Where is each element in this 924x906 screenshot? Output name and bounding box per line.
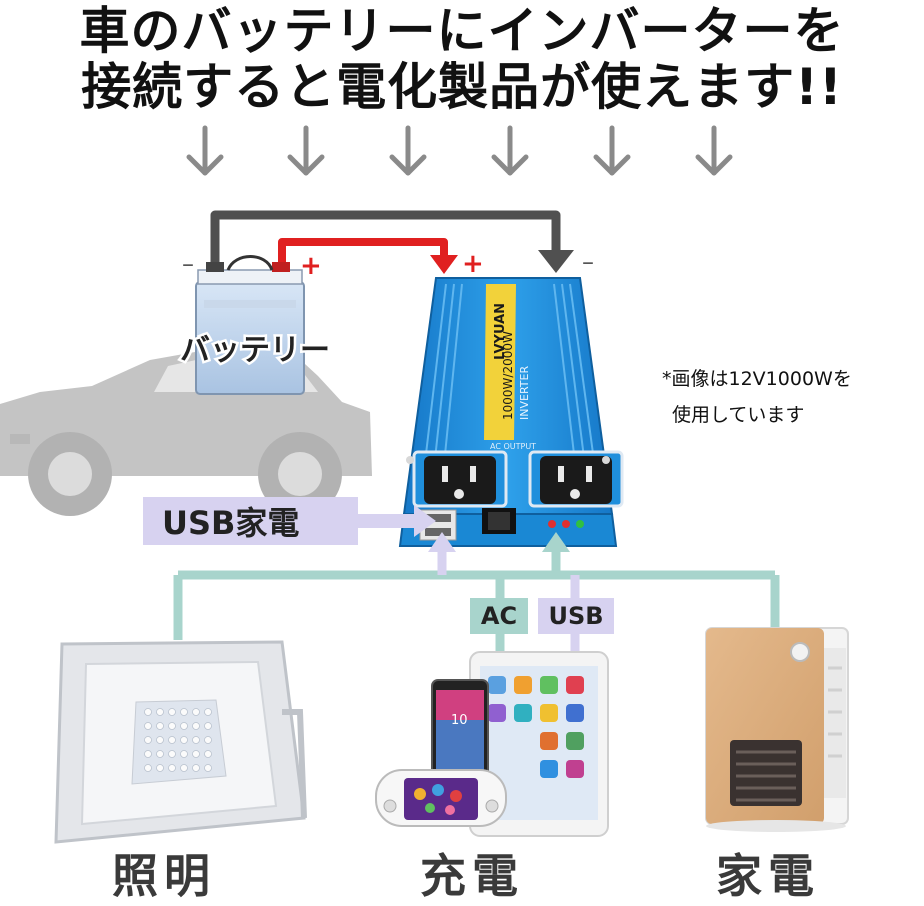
note-line-2: 使用しています	[672, 404, 805, 426]
category-lighting-label: 照明	[112, 849, 216, 903]
inverter-plus-terminal: +	[462, 249, 484, 279]
note-line-1: *画像は12V1000Wを	[662, 368, 852, 390]
down-arrow-icon	[287, 125, 325, 176]
smartphone-screen-number: 10	[451, 713, 468, 728]
battery	[195, 255, 305, 395]
inverter-model: 1000W/2000W	[501, 331, 515, 420]
ac-tag: AC	[470, 598, 528, 634]
headline-line-1: 車のバッテリーにインバーターを	[79, 2, 845, 60]
usb-callout-label: USB家電	[162, 504, 299, 542]
car-silhouette	[0, 352, 372, 516]
negative-wire-arrow-icon	[538, 250, 574, 273]
inverter-minus-terminal: –	[582, 248, 594, 276]
battery-label: バッテリー	[180, 333, 330, 368]
usb-callout-arrow-icon	[414, 505, 436, 537]
inverter-type: INVERTER	[518, 366, 531, 420]
category-appliance-label: 家電	[716, 849, 820, 903]
down-arrow-icon	[695, 125, 733, 176]
battery-minus-sign: –	[182, 250, 194, 278]
ac-up-arrow-icon	[542, 532, 570, 552]
down-arrow-icons	[186, 125, 733, 176]
battery-plus-sign: +	[300, 251, 322, 281]
usb-callout-box	[143, 497, 358, 545]
game-console	[375, 769, 507, 827]
category-charging-label: 充電	[420, 849, 524, 903]
negative-wire	[210, 210, 561, 272]
inverter-brand: LVYUAN	[493, 303, 508, 360]
down-arrow-icon	[593, 125, 631, 176]
down-arrow-icon	[389, 125, 427, 176]
usb-tag: USB	[538, 598, 614, 634]
inverter-ac-output-label: AC OUTPUT	[490, 442, 536, 451]
ceramic-heater	[705, 627, 849, 832]
usb-up-arrow-icon	[428, 532, 456, 552]
down-arrow-icon	[186, 125, 224, 176]
down-arrow-icon	[491, 125, 529, 176]
positive-wire-arrow-icon	[430, 255, 458, 274]
positive-wire	[278, 238, 448, 266]
floodlight	[54, 640, 307, 844]
inverter	[398, 277, 624, 547]
headline-line-2: 接続すると電化製品が使えます!!	[81, 58, 843, 116]
smartphone	[431, 679, 489, 793]
